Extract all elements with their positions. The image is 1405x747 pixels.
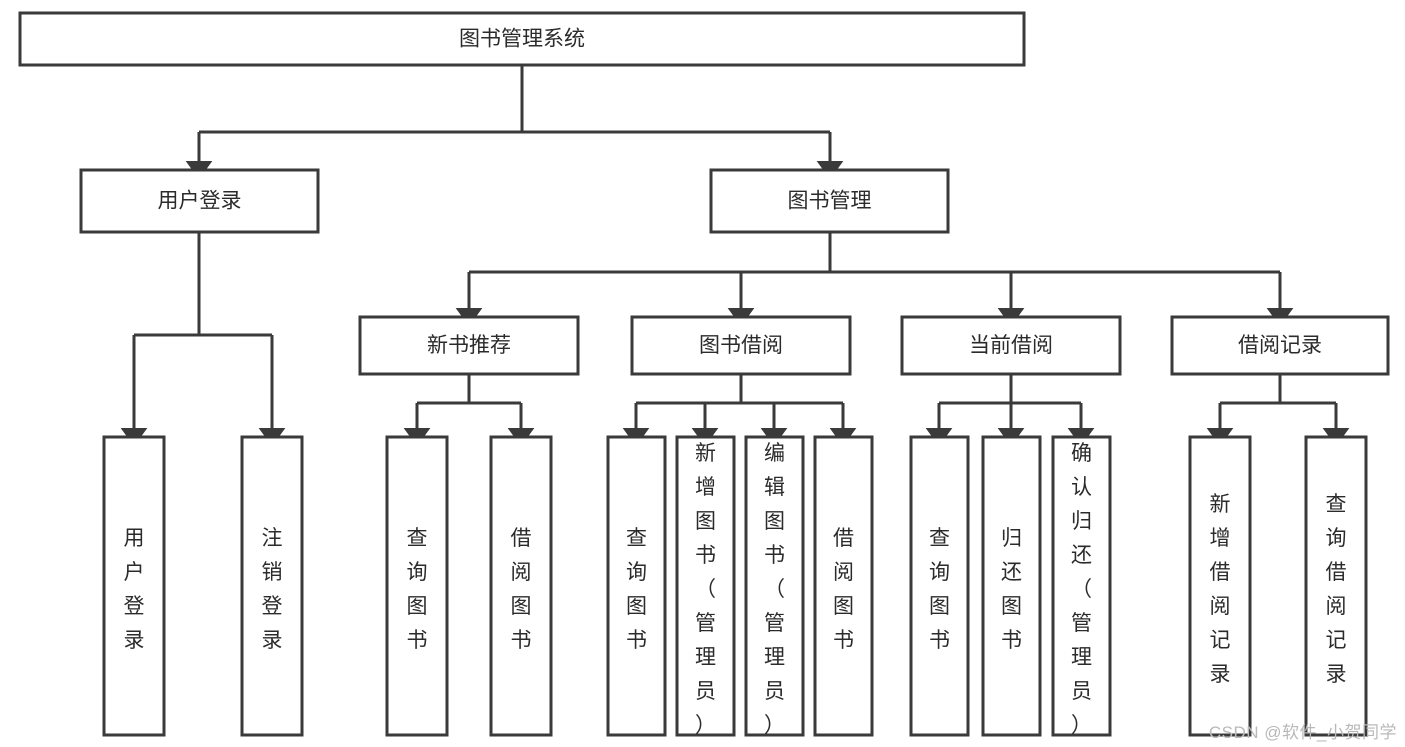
node-label: 图书借阅 [699, 334, 783, 357]
node-layer: 图书管理系统用户登录图书管理新书推荐图书借阅当前借阅借阅记录用户登录注销登录查询… [18, 11, 1390, 737]
node-box[interactable] [813, 435, 874, 737]
node-box[interactable] [385, 435, 449, 737]
node-leaf-confirm-return[interactable]: 确认归还（管理员） [1051, 435, 1112, 737]
connector-book-manage-bus [455, 232, 1294, 327]
node-label: 归还图书 [1001, 527, 1022, 652]
node-leaf-user-logout[interactable]: 注销登录 [240, 435, 304, 737]
node-label: 图书管理系统 [459, 28, 585, 51]
node-label: 确认归还（管理员） [1071, 442, 1092, 737]
node-box[interactable] [630, 315, 852, 376]
connector-new-book-rec-bus [403, 374, 535, 447]
edge-layer [120, 65, 1350, 447]
node-leaf-add-book[interactable]: 新增图书（管理员） [675, 435, 736, 737]
node-label: 新增图书（管理员） [695, 442, 716, 737]
node-box[interactable] [981, 435, 1042, 737]
node-label: 查询借阅记录 [1326, 493, 1347, 686]
connector-user-login-bus [120, 232, 286, 447]
node-box[interactable] [18, 11, 1026, 67]
node-box[interactable] [489, 435, 553, 737]
node-label: 借阅图书 [833, 527, 854, 652]
connector-borrow-record-bus [1206, 374, 1350, 447]
node-leaf-query-record[interactable]: 查询借阅记录 [1304, 435, 1368, 737]
node-box[interactable] [606, 435, 667, 737]
node-leaf-borrow-book[interactable]: 借阅图书 [813, 435, 874, 737]
node-label: 用户登录 [158, 190, 242, 213]
node-leaf-edit-book[interactable]: 编辑图书（管理员） [744, 435, 805, 737]
node-root[interactable]: 图书管理系统 [18, 11, 1026, 67]
node-label: 借阅图书 [511, 527, 532, 652]
node-label: 编辑图书（管理员） [764, 442, 785, 737]
node-box[interactable] [675, 435, 736, 737]
node-label: 新书推荐 [427, 334, 511, 357]
connector-book-borrow-bus [622, 374, 857, 447]
node-label: 借阅记录 [1238, 334, 1322, 357]
node-leaf-query-book-bor[interactable]: 查询图书 [606, 435, 667, 737]
node-label: 查询图书 [626, 527, 647, 652]
node-leaf-return-book[interactable]: 归还图书 [981, 435, 1042, 737]
csdn-watermark: CSDN @软件_小贺同学 [1208, 723, 1397, 742]
node-book-manage[interactable]: 图书管理 [709, 168, 950, 234]
node-box[interactable] [709, 168, 950, 234]
node-box[interactable] [1188, 435, 1252, 737]
node-user-login[interactable]: 用户登录 [79, 168, 320, 234]
node-borrow-record[interactable]: 借阅记录 [1170, 315, 1390, 376]
node-leaf-query-book-rec[interactable]: 查询图书 [385, 435, 449, 737]
node-label: 新增借阅记录 [1210, 493, 1231, 686]
node-box[interactable] [102, 435, 166, 737]
node-box[interactable] [909, 435, 970, 737]
node-box[interactable] [1051, 435, 1112, 737]
node-leaf-query-book-cur[interactable]: 查询图书 [909, 435, 970, 737]
connector-current-borrow-bus [925, 374, 1095, 447]
node-current-borrow[interactable]: 当前借阅 [900, 315, 1122, 376]
node-leaf-add-record[interactable]: 新增借阅记录 [1188, 435, 1252, 737]
node-label: 查询图书 [929, 527, 950, 652]
node-label: 查询图书 [407, 527, 428, 652]
node-box[interactable] [1170, 315, 1390, 376]
node-box[interactable] [744, 435, 805, 737]
node-label: 图书管理 [788, 190, 872, 213]
node-leaf-user-login[interactable]: 用户登录 [102, 435, 166, 737]
node-box[interactable] [240, 435, 304, 737]
node-box[interactable] [358, 315, 580, 376]
node-label: 注销登录 [262, 527, 283, 652]
node-leaf-borrow-book-rec[interactable]: 借阅图书 [489, 435, 553, 737]
node-label: 用户登录 [124, 527, 145, 652]
node-label: 当前借阅 [969, 334, 1053, 357]
node-new-book-rec[interactable]: 新书推荐 [358, 315, 580, 376]
node-box[interactable] [79, 168, 320, 234]
node-box[interactable] [900, 315, 1122, 376]
node-box[interactable] [1304, 435, 1368, 737]
connector-root-bus [185, 65, 844, 180]
node-book-borrow[interactable]: 图书借阅 [630, 315, 852, 376]
